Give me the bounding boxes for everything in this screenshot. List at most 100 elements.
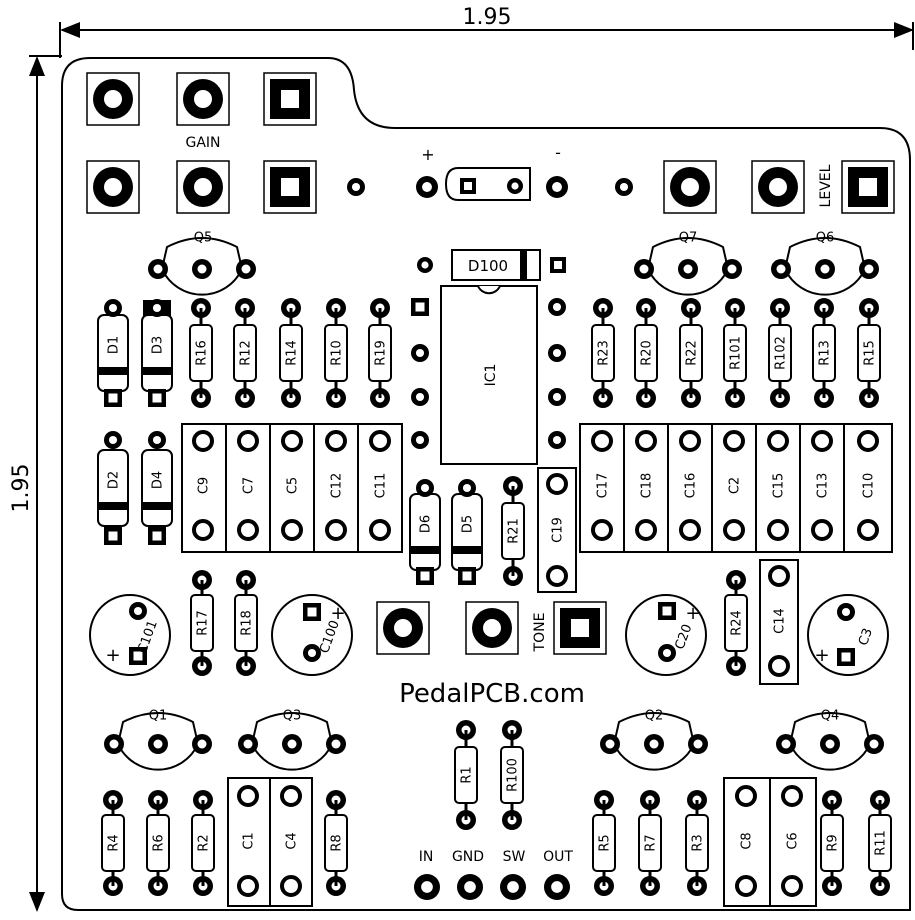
cap-pin (280, 785, 302, 807)
d100-pin-k-hole (554, 261, 562, 269)
cap-label-C5: C5 (286, 477, 301, 494)
resistor-label-R14: R14 (285, 340, 300, 366)
transistor-pin-hole (243, 739, 253, 749)
cap-label-C17: C17 (596, 473, 611, 499)
diode-band (98, 502, 128, 510)
cap-pin (857, 519, 879, 541)
transistor-pin-hole (153, 264, 163, 274)
ic1-pin-right-hole (552, 392, 562, 402)
ecap-plus: + (105, 645, 120, 666)
resistor-body (101, 814, 125, 872)
resistor-body (724, 594, 748, 652)
transistor-pin-hole (109, 739, 119, 749)
resistor-body (679, 324, 703, 382)
resistor-body (591, 324, 615, 382)
diode-label-D4: D4 (151, 471, 166, 489)
resistor-label-R24: R24 (730, 610, 745, 636)
cap-pin (325, 430, 347, 452)
ic1-label: IC1 (483, 364, 499, 387)
diode-pin-hole (152, 303, 162, 313)
ecap-pin-neg-hole (133, 651, 143, 661)
io-out-label: OUT (543, 849, 573, 865)
resistor-label-R18: R18 (240, 610, 255, 636)
diode-pin-hole (108, 303, 118, 313)
dimension-vertical: 1.95 (9, 55, 62, 912)
cap-pin (735, 875, 757, 897)
transistor-pin-hole (639, 264, 649, 274)
ecap-pin-neg-hole (841, 652, 851, 662)
io-pad-1-hole (464, 881, 476, 893)
q3-label: Q3 (283, 709, 302, 724)
cap-pin (679, 519, 701, 541)
io-sw-label: SW (503, 849, 526, 865)
cap-label-C11: C11 (374, 473, 389, 499)
ecap-outline (271, 594, 353, 676)
transistor-pin-hole (153, 739, 163, 749)
gain-pad-a-hole (104, 90, 122, 108)
resistor-label-R3: R3 (691, 834, 706, 851)
resistor-body (324, 324, 348, 382)
ic1-pin-left-hole (415, 392, 425, 402)
resistor-body (857, 324, 881, 382)
d100: D100 (451, 249, 541, 281)
resistor-body (592, 814, 616, 872)
diode-label-D3: D3 (151, 336, 166, 354)
resistor-body (500, 746, 524, 804)
transistor-pin-hole (693, 739, 703, 749)
resistor-body (685, 814, 709, 872)
resistor-label-R102: R102 (774, 336, 789, 370)
transistor-pin-hole (781, 739, 791, 749)
resistor-body (820, 814, 844, 872)
ecap-plus: + (330, 603, 345, 624)
transistor-pin-hole (776, 264, 786, 274)
cap-pin (369, 519, 391, 541)
diode-label-D1: D1 (107, 336, 122, 354)
resistor-label-R2: R2 (197, 834, 212, 851)
cap-pin (280, 875, 302, 897)
diode-pin-k-hole (108, 393, 118, 403)
cap-pin (781, 785, 803, 807)
q7-label: Q7 (679, 231, 698, 246)
diode-pin-hole (420, 483, 430, 493)
io-pad-0-hole (421, 881, 433, 893)
height-dimension-label: 1.95 (9, 464, 34, 513)
resistor-label-R8: R8 (330, 834, 345, 851)
brand-label: PedalPCB.com (399, 679, 585, 709)
resistor-body (812, 324, 836, 382)
ic1-pin-left-hole (415, 348, 425, 358)
io-gnd-label: GND (452, 849, 484, 865)
cap-pin (811, 519, 833, 541)
resistor-body (191, 814, 215, 872)
q2-label: Q2 (645, 709, 664, 724)
transistor-pin-hole (331, 739, 341, 749)
width-dimension-label: 1.95 (463, 5, 512, 30)
gain-pad-e-hole (194, 178, 212, 196)
ecap-label-C3: C3 (856, 626, 876, 647)
q1-label: Q1 (149, 709, 168, 724)
diode-label-D6: D6 (419, 515, 434, 533)
gain-pad-d-hole (104, 178, 122, 196)
cap-pin (723, 430, 745, 452)
resistor-body (146, 814, 170, 872)
ecap-plus: + (814, 645, 829, 666)
power-plus-label: + (421, 145, 434, 164)
tone-pad-b-hole (483, 619, 501, 637)
cap-pin (679, 430, 701, 452)
resistor-label-R101: R101 (729, 336, 744, 370)
ecap-pin-neg-hole (662, 606, 672, 616)
cap-label-C19: C19 (551, 517, 566, 543)
resistor-body (233, 324, 257, 382)
diode-pin-k-hole (462, 571, 472, 581)
diode-pin-k-hole (152, 393, 162, 403)
ic1-pin-right-hole (552, 302, 562, 312)
cap-label-C8: C8 (740, 832, 755, 849)
ecap-outline (625, 594, 707, 676)
resistor-label-R19: R19 (374, 340, 389, 366)
cap-label-C10: C10 (862, 473, 877, 499)
cap-label-C4: C4 (285, 832, 300, 849)
resistor-body (234, 594, 258, 652)
ecap-pin-pos-hole (662, 648, 672, 658)
transistor-pin-hole (605, 739, 615, 749)
pad-power-plus-hole (422, 182, 432, 192)
cap-pin (369, 430, 391, 452)
